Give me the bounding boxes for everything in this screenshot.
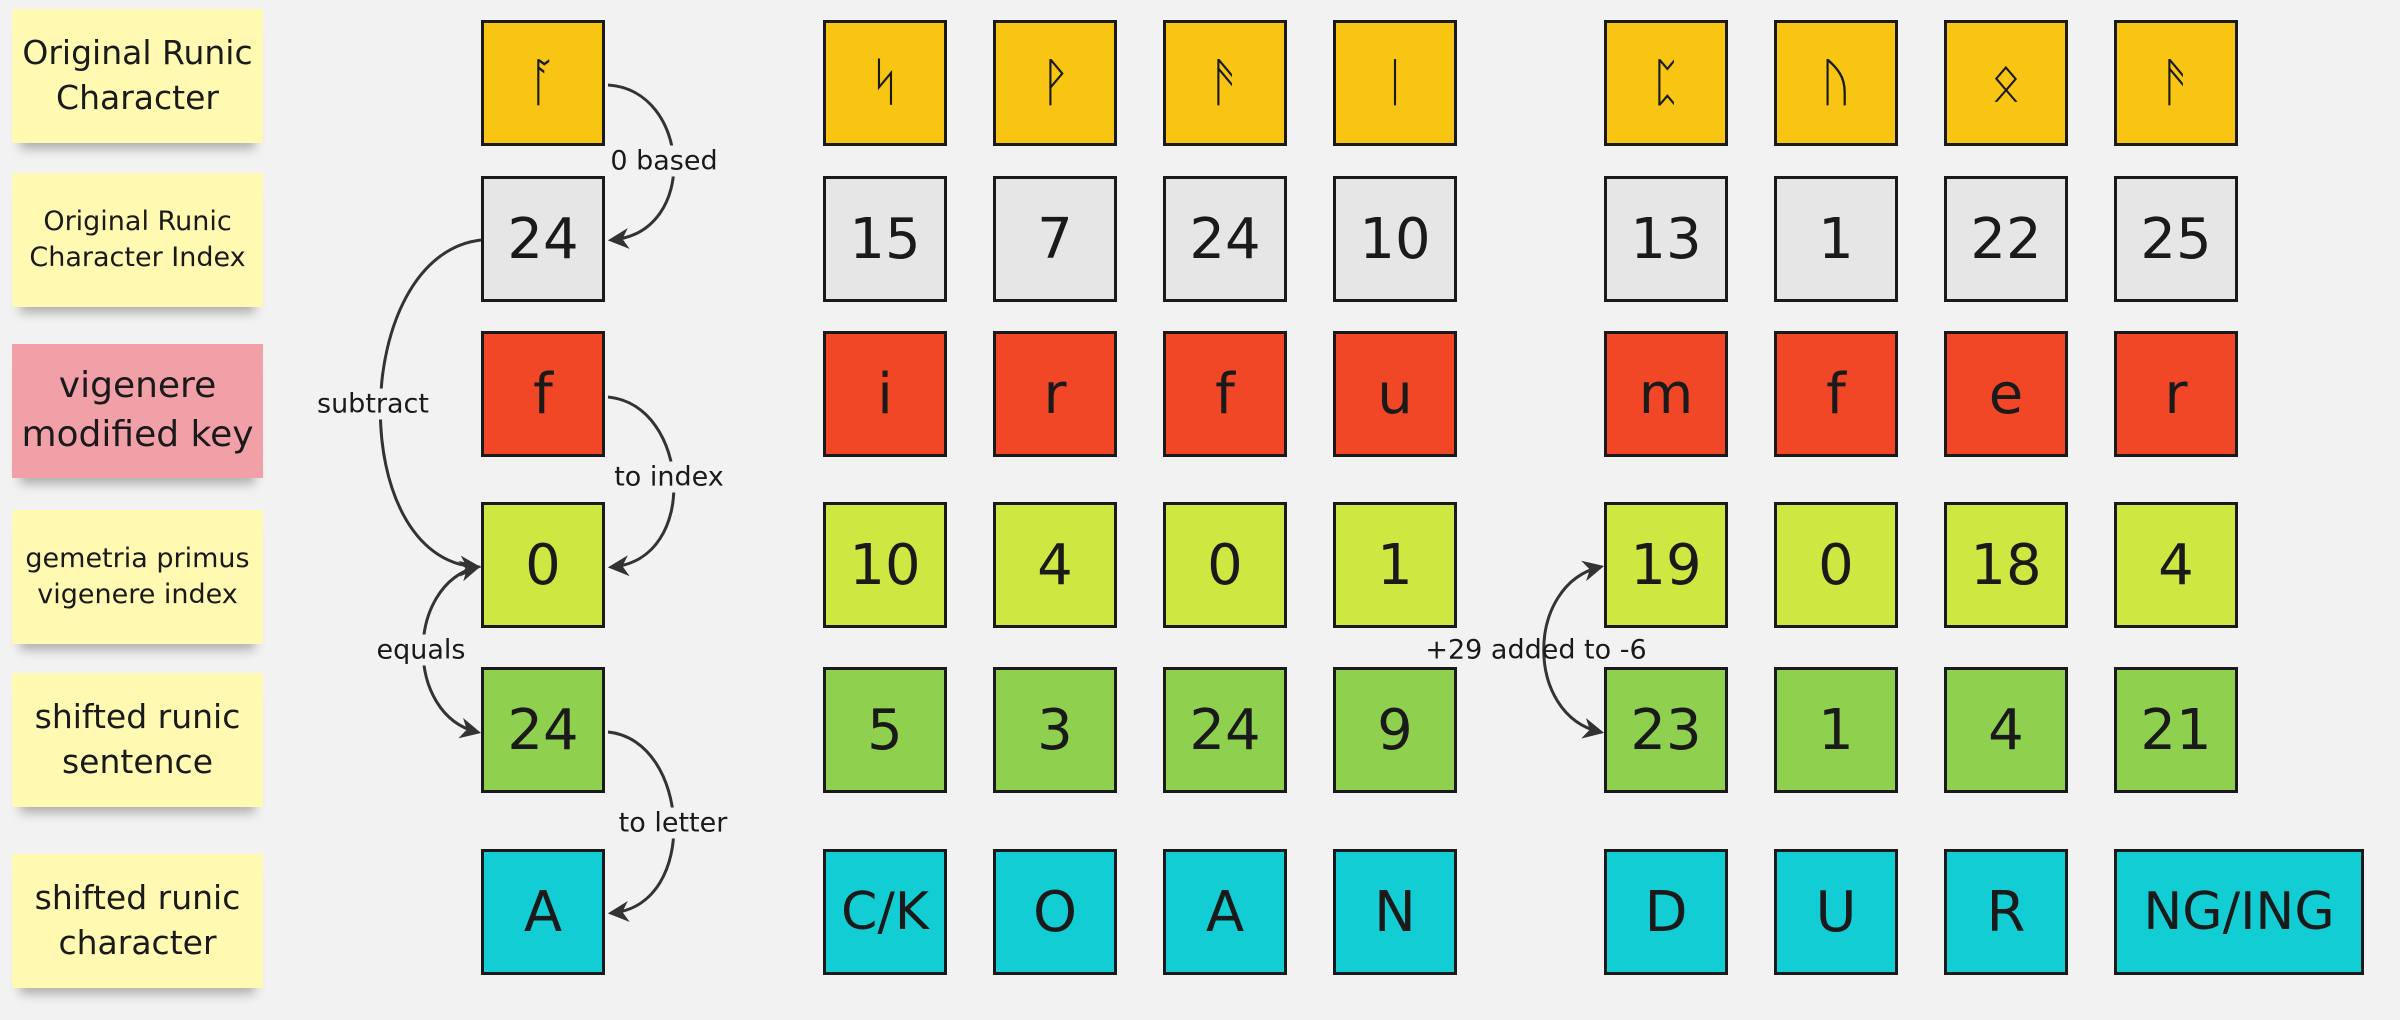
cell-letter: A <box>1163 849 1287 975</box>
cell-shifted: 24 <box>481 667 605 793</box>
cell-key: u <box>1333 331 1457 457</box>
cell-letter: O <box>993 849 1117 975</box>
cell-key: r <box>993 331 1117 457</box>
row-label-original-index: Original Runic Character Index <box>12 173 263 307</box>
cell-rune: ᚫ <box>1163 20 1287 146</box>
cell-rune: ᚪ <box>481 20 605 146</box>
cell-index: 7 <box>993 176 1117 302</box>
cell-rune: ᚫ <box>2114 20 2238 146</box>
cell-shifted: 9 <box>1333 667 1457 793</box>
cell-key-index: 1 <box>1333 502 1457 628</box>
cell-key-index: 4 <box>993 502 1117 628</box>
cell-letter: U <box>1774 849 1898 975</box>
cell-letter: N <box>1333 849 1457 975</box>
cell-rune: ᛟ <box>1944 20 2068 146</box>
cell-letter: R <box>1944 849 2068 975</box>
cell-shifted: 4 <box>1944 667 2068 793</box>
row-label-shifted-sentence: shifted runic sentence <box>12 673 263 807</box>
cell-key-index: 4 <box>2114 502 2238 628</box>
cell-letter: D <box>1604 849 1728 975</box>
cell-key: i <box>823 331 947 457</box>
cell-rune: ᚹ <box>993 20 1117 146</box>
cell-key: e <box>1944 331 2068 457</box>
label-zero-based: 0 based <box>608 145 720 177</box>
cell-key-index: 0 <box>1774 502 1898 628</box>
cell-letter: A <box>481 849 605 975</box>
cell-index: 10 <box>1333 176 1457 302</box>
cell-index: 24 <box>481 176 605 302</box>
cell-key-index: 10 <box>823 502 947 628</box>
label-subtract: subtract <box>315 388 431 420</box>
cell-index: 25 <box>2114 176 2238 302</box>
cell-shifted: 21 <box>2114 667 2238 793</box>
cell-key-index: 19 <box>1604 502 1728 628</box>
cell-letter: C/K <box>823 849 947 975</box>
cell-key-index: 0 <box>1163 502 1287 628</box>
label-added: +29 added to -6 <box>1425 634 1647 666</box>
label-to-index: to index <box>612 461 726 493</box>
label-equals: equals <box>374 634 468 666</box>
cell-rune: ᚢ <box>1774 20 1898 146</box>
label-to-letter: to letter <box>616 807 730 839</box>
row-label-original-rune: Original Runic Character <box>12 9 263 143</box>
cell-key: f <box>1163 331 1287 457</box>
cell-rune: ᛁ <box>1333 20 1457 146</box>
cell-key: f <box>1774 331 1898 457</box>
cell-key-index: 0 <box>481 502 605 628</box>
cell-shifted: 5 <box>823 667 947 793</box>
cell-key: r <box>2114 331 2238 457</box>
row-label-gematria-index: gemetria primus vigenere index <box>12 510 263 644</box>
arrow-added <box>1542 560 1605 739</box>
cell-shifted: 23 <box>1604 667 1728 793</box>
cell-rune: ᛈ <box>1604 20 1728 146</box>
cell-shifted: 1 <box>1774 667 1898 793</box>
row-label-vigenere-key: vigenere modified key <box>12 344 263 478</box>
cell-index: 24 <box>1163 176 1287 302</box>
cell-shifted: 3 <box>993 667 1117 793</box>
cell-key: f <box>481 331 605 457</box>
cell-index: 22 <box>1944 176 2068 302</box>
cell-index: 13 <box>1604 176 1728 302</box>
cell-index: 15 <box>823 176 947 302</box>
cell-index: 1 <box>1774 176 1898 302</box>
cell-shifted: 24 <box>1163 667 1287 793</box>
cell-letter: NG/ING <box>2114 849 2364 975</box>
row-label-shifted-character: shifted runic character <box>12 854 263 988</box>
cell-rune: ᛋ <box>823 20 947 146</box>
cell-key: m <box>1604 331 1728 457</box>
cell-key-index: 18 <box>1944 502 2068 628</box>
